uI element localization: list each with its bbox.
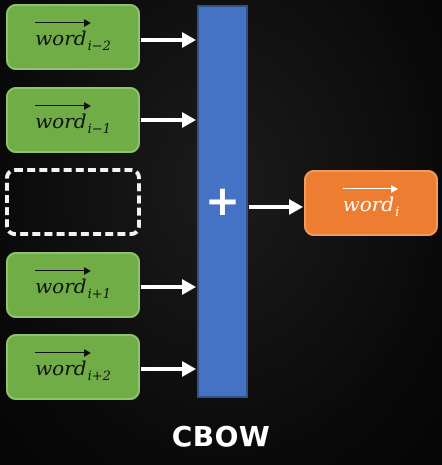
input-word-i-plus-2: wordi+2 xyxy=(6,334,140,400)
vector-label: wordi−1 xyxy=(35,101,111,136)
arrow-right-icon xyxy=(249,199,303,215)
input-word-i-plus-1: wordi+1 xyxy=(6,252,140,318)
vector-label: wordi+1 xyxy=(35,266,111,301)
vector-label: wordi−2 xyxy=(35,18,111,53)
plus-operator: + xyxy=(204,176,241,225)
vector-label: wordi xyxy=(342,184,399,219)
output-word-i: wordi xyxy=(304,170,438,236)
vector-label: wordi+2 xyxy=(35,348,111,383)
sum-bar xyxy=(197,5,248,398)
arrow-right-icon xyxy=(141,32,196,48)
diagram-caption: CBOW xyxy=(171,420,271,453)
missing-word-placeholder xyxy=(5,168,141,236)
arrow-right-icon xyxy=(141,361,196,377)
input-word-i-minus-2: wordi−2 xyxy=(6,4,140,70)
arrow-right-icon xyxy=(141,112,196,128)
arrow-right-icon xyxy=(141,279,196,295)
input-word-i-minus-1: wordi−1 xyxy=(6,87,140,153)
